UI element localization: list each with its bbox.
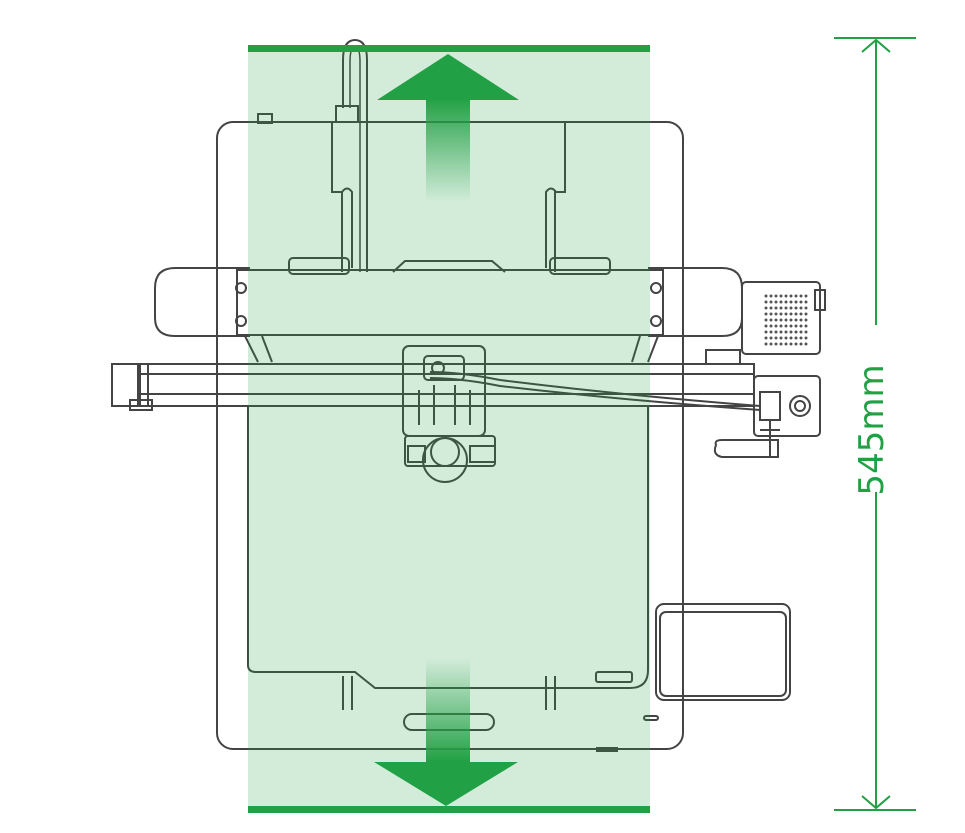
grille-dot [774, 294, 778, 298]
grille-dot [774, 324, 778, 328]
grille-dot [789, 342, 793, 346]
dimension-arrow-top-icon [861, 38, 891, 53]
grille-dot [774, 306, 778, 310]
grille-dot [784, 312, 788, 316]
grille-dot [804, 324, 808, 328]
grille-dot [799, 342, 803, 346]
grille-dot [794, 330, 798, 334]
toolhead-cable [429, 371, 761, 407]
grille-dot [764, 312, 768, 316]
grille-dot [799, 336, 803, 340]
grille-dot [804, 330, 808, 334]
grille-dot [784, 330, 788, 334]
grille-dot [774, 312, 778, 316]
grille-dot [794, 336, 798, 340]
grille-dot [769, 330, 773, 334]
grille-dot [764, 300, 768, 304]
grille-dot [799, 300, 803, 304]
grille-dot [779, 330, 783, 334]
grille-dot [794, 306, 798, 310]
grille-dot [794, 342, 798, 346]
grille-dot [789, 294, 793, 298]
grille-dot [799, 294, 803, 298]
grille-dot [789, 336, 793, 340]
grille-dot [774, 300, 778, 304]
grille-dot [764, 330, 768, 334]
grille-dot [784, 300, 788, 304]
grille-dot [804, 336, 808, 340]
grille-dot [799, 312, 803, 316]
left-handle [154, 267, 250, 337]
grille-dot [774, 342, 778, 346]
display-screen [655, 603, 791, 701]
print-bed [247, 406, 649, 689]
grille-dot [779, 318, 783, 322]
grille-dot [769, 318, 773, 322]
grille-dot [804, 300, 808, 304]
travel-limit-top [248, 45, 650, 52]
grille-dot [799, 306, 803, 310]
grille-dot [774, 318, 778, 322]
grille-dot [769, 294, 773, 298]
grille-dot [789, 306, 793, 310]
grille-dot [764, 336, 768, 340]
grille-dot [794, 318, 798, 322]
speaker-grille [764, 294, 808, 346]
grille-dot [774, 330, 778, 334]
grille-dot [779, 336, 783, 340]
grille-dot [764, 324, 768, 328]
grille-dot [764, 294, 768, 298]
grille-dot [769, 312, 773, 316]
grille-dot [769, 342, 773, 346]
grille-dot [774, 336, 778, 340]
grille-dot [789, 318, 793, 322]
control-box [741, 281, 821, 355]
grille-dot [804, 306, 808, 310]
grille-dot [794, 294, 798, 298]
grille-dot [794, 324, 798, 328]
printer-outline [111, 38, 826, 752]
grille-dot [784, 336, 788, 340]
grille-dot [799, 330, 803, 334]
arrow-up-icon [377, 54, 519, 202]
grille-dot [779, 300, 783, 304]
grille-dot [804, 342, 808, 346]
dimension-line [834, 37, 916, 811]
grille-dot [764, 306, 768, 310]
grille-dot [784, 306, 788, 310]
dimension-arrow-bottom-icon [861, 795, 891, 810]
grille-dot [789, 330, 793, 334]
arrow-down-icon [374, 658, 518, 806]
cable-connector [335, 105, 359, 123]
grille-dot [769, 336, 773, 340]
filament-cable [342, 38, 368, 272]
grille-dot [804, 318, 808, 322]
grille-dot [789, 300, 793, 304]
grille-dot [804, 294, 808, 298]
grille-dot [764, 318, 768, 322]
grille-dot [779, 324, 783, 328]
grille-dot [769, 300, 773, 304]
grille-dot [804, 312, 808, 316]
grille-dot [779, 342, 783, 346]
grille-dot [784, 294, 788, 298]
grille-dot [799, 324, 803, 328]
grille-dot [769, 306, 773, 310]
grille-dot [784, 342, 788, 346]
grille-dot [789, 324, 793, 328]
grille-dot [764, 342, 768, 346]
grille-dot [784, 324, 788, 328]
grille-dot [799, 318, 803, 322]
grille-dot [779, 306, 783, 310]
grille-dot [779, 294, 783, 298]
grille-dot [769, 324, 773, 328]
grille-dot [789, 312, 793, 316]
grille-dot [794, 312, 798, 316]
grille-dot [784, 318, 788, 322]
grille-dot [794, 300, 798, 304]
travel-limit-bottom [248, 806, 650, 813]
grille-dot [779, 312, 783, 316]
dimension-label: 545mm [852, 364, 892, 496]
